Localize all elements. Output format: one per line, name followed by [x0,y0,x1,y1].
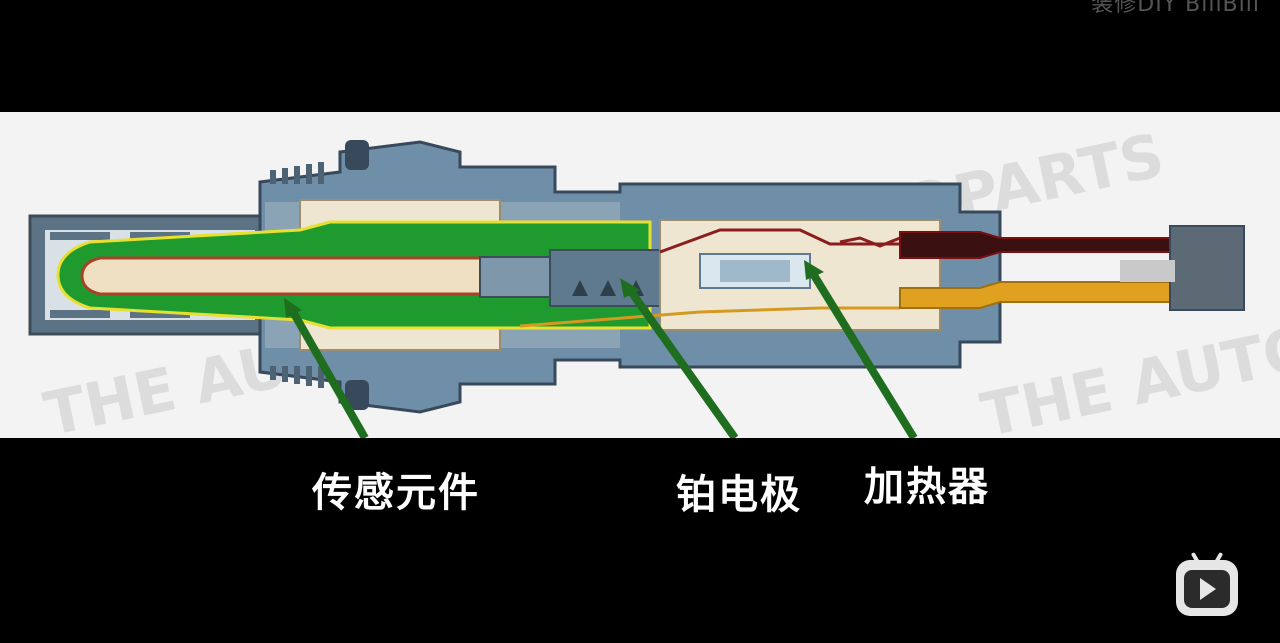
label-platinum-electrode: 铂电极 [676,472,802,518]
label-heater: 加热器 [864,464,990,510]
gasket-top [345,140,369,170]
labels-area: 传感元件 铂电极 加热器 [0,438,1280,643]
cable-boot [1169,225,1245,311]
arrow-heater [808,269,918,438]
label-sensor-element: 传感元件 [312,470,480,516]
ceramic-rod [80,256,562,296]
gasket-bottom [345,380,369,410]
top-black-bar: 装修DIY BiliBili [0,0,1280,112]
cable-red [899,231,1176,259]
arrow-platinum-electrode [626,287,739,438]
oxygen-sensor-cross-section: THE AUTOPARTS THE AUTOPARTS THE AUTOPART… [28,121,1280,438]
bilibili-tv-icon[interactable] [1176,551,1238,616]
arrow-sensor-element [288,308,369,438]
heater-wire [659,228,900,254]
sensor-diagram: THE AUTOPARTS THE AUTOPARTS THE AUTOPART… [0,112,1280,438]
signal-wire [519,306,900,328]
channel-watermark: 装修DIY BiliBili [1091,0,1260,17]
